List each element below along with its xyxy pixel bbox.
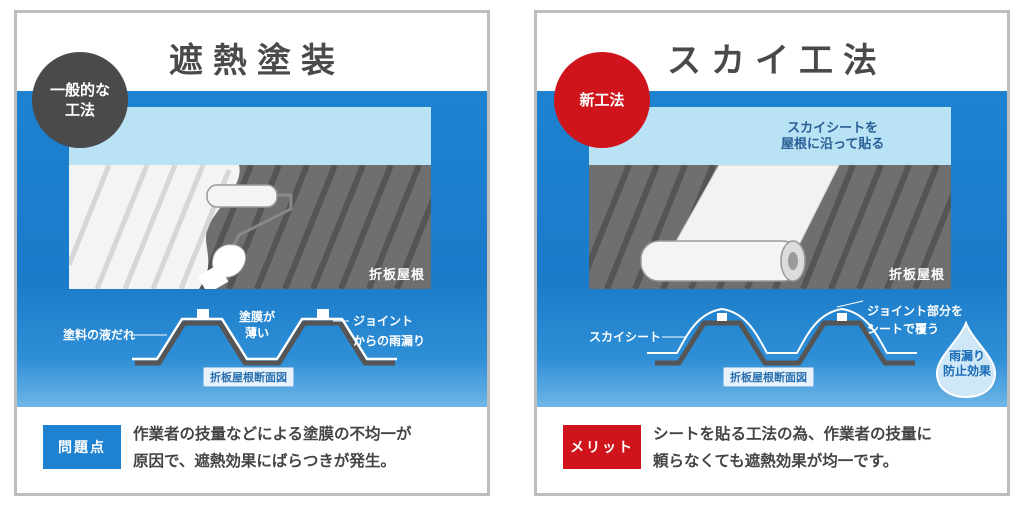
merit-tag: メリット bbox=[563, 425, 641, 469]
label-joint-2: からの雨漏り bbox=[353, 334, 426, 348]
panel-title: スカイ工法 bbox=[667, 41, 887, 81]
problem-footer: 問題点 作業者の技量などによる塗膜の不均一が 原因で、遮熱効果にばらつきが発生。 bbox=[17, 407, 487, 493]
badge-conventional: 一般的な 工法 bbox=[32, 52, 128, 148]
roof-illustration: 折板屋根 bbox=[589, 165, 951, 289]
illustration-area: 折板屋根 塗料の液だれ 塗膜が 薄い ジョイント からの雨 bbox=[17, 91, 487, 407]
badge-line2: 工法 bbox=[64, 101, 95, 119]
sheet-note-line1: スカイシートを bbox=[787, 121, 879, 136]
sheet-note: スカイシートを 屋根に沿って貼る bbox=[781, 121, 884, 153]
roof-label: 折板屋根 bbox=[888, 268, 945, 283]
label-thin-film-1: 塗膜が bbox=[239, 310, 276, 324]
panel-title: 遮熱塗装 bbox=[169, 41, 345, 81]
water-drop-icon bbox=[935, 321, 997, 399]
badge-line1: 一般的な bbox=[49, 81, 110, 99]
merit-text-line1: シートを貼る工法の為、作業者の技量に bbox=[653, 425, 933, 443]
label-joint-1: ジョイント bbox=[353, 314, 414, 328]
badge-new-method: 新工法 bbox=[554, 52, 650, 148]
merit-text: シートを貼る工法の為、作業者の技量に 頼らなくても遮熱効果が均一です。 bbox=[653, 421, 1003, 475]
label-joint-cover-2: シートで覆う bbox=[867, 322, 940, 336]
sky-strip bbox=[589, 107, 951, 165]
effect-label-line2: 防止効果 bbox=[942, 364, 991, 378]
label-thin-film-2: 薄い bbox=[245, 326, 270, 340]
label-joint-cover-1: ジョイント部分を bbox=[867, 304, 964, 318]
roof-label: 折板屋根 bbox=[368, 268, 425, 283]
label-sky-sheet: スカイシート bbox=[589, 330, 662, 344]
effect-label-line1: 雨漏り bbox=[948, 349, 985, 363]
merit-text-line2: 頼らなくても遮熱効果が均一です。 bbox=[653, 452, 899, 470]
problem-text-line1: 作業者の技量などによる塗膜の不均一が bbox=[133, 425, 412, 443]
merit-footer: メリット シートを貼る工法の為、作業者の技量に 頼らなくても遮熱効果が均一です。 bbox=[537, 407, 1007, 493]
sky-strip bbox=[69, 107, 431, 165]
roof-cross-section: 塗料の液だれ 塗膜が 薄い ジョイント からの雨漏り 折板屋根断面図 bbox=[17, 295, 487, 407]
sheet-note-line2: 屋根に沿って貼る bbox=[781, 137, 885, 152]
panel-conventional: 遮熱塗装 bbox=[14, 10, 490, 496]
badge-label: 新工法 bbox=[579, 91, 625, 109]
label-paint-drip: 塗料の液だれ bbox=[63, 328, 136, 342]
section-caption: 折板屋根断面図 bbox=[203, 367, 294, 387]
effect-label: 雨漏り 防止効果 bbox=[937, 349, 997, 379]
section-caption: 折板屋根断面図 bbox=[723, 367, 814, 387]
roof-cross-section: スカイシート ジョイント部分を シートで覆う 折板屋根断面図 bbox=[537, 295, 1007, 407]
problem-tag: 問題点 bbox=[43, 425, 121, 469]
panel-sky-method: スカイ工法 折板屋根 bbox=[534, 10, 1010, 496]
roof-illustration: 折板屋根 bbox=[69, 165, 431, 289]
problem-text-line2: 原因で、遮熱効果にばらつきが発生。 bbox=[133, 452, 396, 470]
problem-text: 作業者の技量などによる塗膜の不均一が 原因で、遮熱効果にばらつきが発生。 bbox=[133, 421, 483, 475]
